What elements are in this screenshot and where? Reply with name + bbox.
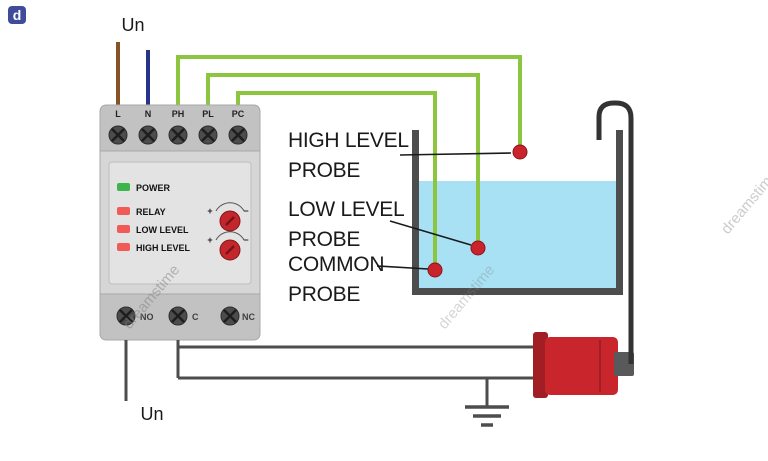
led-power-indicator xyxy=(117,183,130,191)
knob-plus-sign: + xyxy=(207,206,212,216)
terminal-label-n: N xyxy=(145,109,152,119)
terminal-screw-no xyxy=(116,306,136,326)
led-power-label: POWER xyxy=(136,183,171,193)
terminal-screw-ph xyxy=(168,125,188,145)
knob-arrow-arc-icon xyxy=(215,231,245,241)
terminal-label-nc: NC xyxy=(242,312,255,322)
terminal-label-pc: PC xyxy=(232,109,245,119)
tank-bottom xyxy=(412,288,623,295)
knob-plus-sign: + xyxy=(207,235,212,245)
screw-cross-icon xyxy=(141,128,155,142)
probe-label-high-line1: HIGH LEVEL xyxy=(288,129,409,152)
terminal-label-no: NO xyxy=(140,312,154,322)
tank-water xyxy=(419,181,616,288)
pointer-line-low xyxy=(389,220,472,246)
probe-label-common-line2: PROBE xyxy=(288,283,360,306)
screw-cross-icon xyxy=(171,309,185,323)
device-front-panel xyxy=(108,161,252,285)
watermark-logo: d xyxy=(8,6,26,24)
terminal-label-pl: PL xyxy=(202,109,214,119)
probe-label-low-line2: PROBE xyxy=(288,228,360,251)
level-relay-device: L N PH PL PC POWER xyxy=(99,104,261,341)
terminal-label-ph: PH xyxy=(172,109,185,119)
led-relay-label: RELAY xyxy=(136,207,166,217)
knob-arrow-arc-icon xyxy=(215,202,245,212)
probe-tip-high xyxy=(512,144,528,160)
probe-label-common-line1: COMMON xyxy=(288,253,384,276)
supply-voltage-label-bottom: Un xyxy=(140,404,163,424)
probe-tip-low xyxy=(470,240,486,256)
watermark-text-3: dreamstime xyxy=(718,167,768,238)
probe-label-high: HIGH LEVEL PROBE xyxy=(288,129,409,182)
probe-label-low-line1: LOW LEVEL xyxy=(288,198,404,221)
knob-slot xyxy=(225,216,235,226)
tank xyxy=(412,130,623,295)
terminal-label-c: C xyxy=(192,312,199,322)
led-low-level: LOW LEVEL xyxy=(117,225,189,235)
screw-cross-icon xyxy=(201,128,215,142)
screw-cross-icon xyxy=(223,309,237,323)
wire-probe-high xyxy=(176,55,522,150)
screw-cross-icon xyxy=(119,309,133,323)
wire-probe-low xyxy=(206,73,480,243)
terminal-screw-l xyxy=(108,125,128,145)
terminal-screw-nc xyxy=(220,306,240,326)
adjustment-knob-1: + − xyxy=(207,202,249,232)
pointer-line-high xyxy=(399,152,512,156)
wire-probe-common xyxy=(236,91,437,265)
led-high-level: HIGH LEVEL xyxy=(117,243,191,253)
terminal-screw-n xyxy=(138,125,158,145)
probe-label-high-line2: PROBE xyxy=(288,159,360,182)
terminal-label-l: L xyxy=(115,109,121,119)
watermark-logo-letter: d xyxy=(13,7,22,23)
ground-symbol xyxy=(465,379,509,427)
led-relay: RELAY xyxy=(117,207,166,217)
tank-wall-right xyxy=(616,130,623,295)
knob-minus-sign: − xyxy=(243,235,248,245)
screw-cross-icon xyxy=(231,128,245,142)
terminal-screw-pc xyxy=(228,125,248,145)
terminal-screw-c xyxy=(168,306,188,326)
terminal-screw-pl xyxy=(198,125,218,145)
led-high-level-label: HIGH LEVEL xyxy=(136,243,191,253)
pointer-line-common xyxy=(376,265,429,270)
led-low-level-indicator xyxy=(117,225,130,233)
pump xyxy=(533,332,634,398)
supply-voltage-label-top: Un xyxy=(121,15,144,35)
led-power: POWER xyxy=(117,183,171,193)
probe-label-low: LOW LEVEL PROBE xyxy=(288,198,405,251)
probe-tip-common xyxy=(427,262,443,278)
probe-label-common: COMMON PROBE xyxy=(288,253,384,306)
knob-minus-sign: − xyxy=(243,206,248,216)
tank-wall-left xyxy=(412,130,419,295)
pump-body xyxy=(545,337,618,395)
adjustment-knob-2: + − xyxy=(207,231,249,261)
pump-end-cap xyxy=(533,332,548,398)
knob-slot xyxy=(225,245,235,255)
screw-cross-icon xyxy=(171,128,185,142)
watermark-logo-badge xyxy=(8,6,26,24)
led-low-level-label: LOW LEVEL xyxy=(136,225,189,235)
screw-cross-icon xyxy=(111,128,125,142)
led-relay-indicator xyxy=(117,207,130,215)
outlet-pipe xyxy=(596,100,634,364)
led-high-level-indicator xyxy=(117,243,130,251)
